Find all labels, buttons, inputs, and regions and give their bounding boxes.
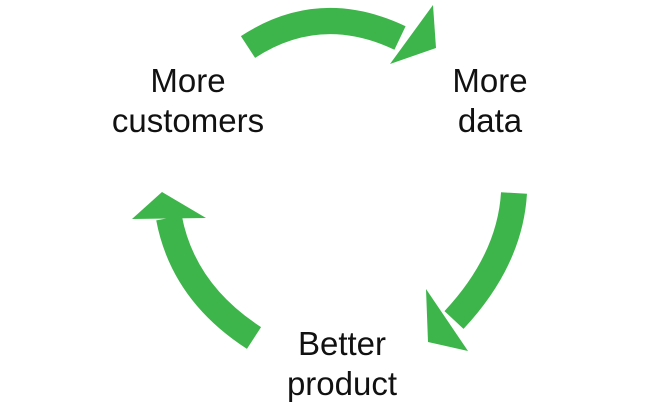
node-label-line2: data xyxy=(457,102,523,139)
arrow-shaft xyxy=(156,215,262,349)
arrow-head xyxy=(132,192,206,219)
node-label-line1: Better xyxy=(297,325,387,362)
node-more-customers: More customers xyxy=(98,61,278,141)
node-better-product: Better product xyxy=(262,324,422,404)
node-more-data: More data xyxy=(430,61,550,141)
node-label-line2: customers xyxy=(111,102,265,139)
arrow-shaft xyxy=(444,191,527,329)
arrow-head xyxy=(426,289,468,351)
arrow-data-to-product xyxy=(426,191,527,351)
arrow-product-to-customers xyxy=(132,192,262,349)
arrow-customers-to-data xyxy=(240,5,436,64)
node-label-line1: More xyxy=(150,62,226,99)
node-label-line2: product xyxy=(286,365,398,402)
node-label-line1: More xyxy=(452,62,528,99)
arrow-shaft xyxy=(240,8,406,59)
arrow-head xyxy=(390,5,436,64)
